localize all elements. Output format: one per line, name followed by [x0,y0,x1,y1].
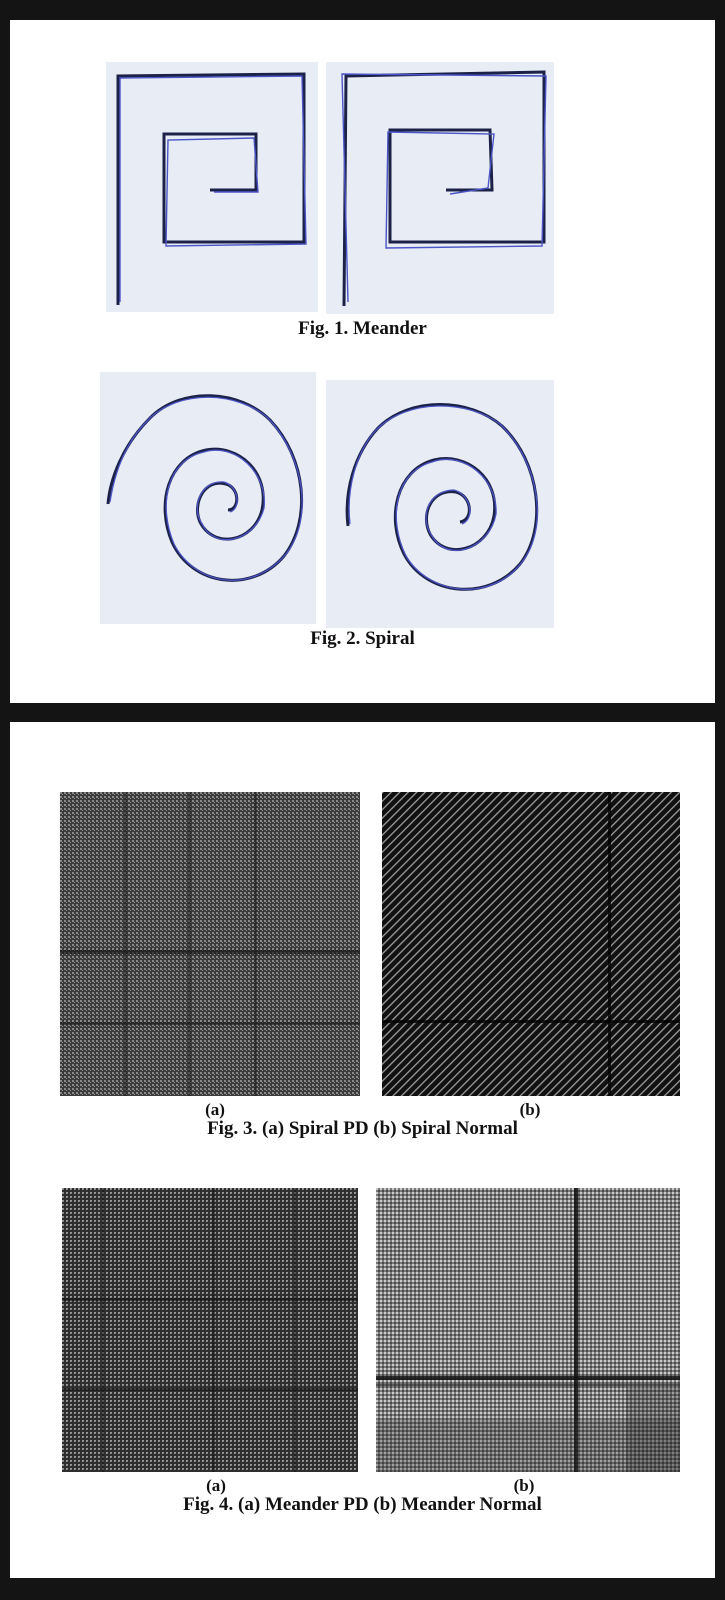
meander-normal-plot [376,1188,680,1472]
spiral-normal-plot [382,792,680,1096]
fig3-sublabel-b: (b) [519,1100,541,1119]
fig1-caption: Fig. 1. Meander [298,318,427,339]
spiral-drawing-left [100,372,316,624]
meander-drawing-left [106,62,318,312]
fig3-sublabel-a: (a) [205,1100,225,1119]
figure-panel-drawings: Fig. 1. Meander Fig. 2. Spiral [10,20,715,703]
fig4-caption: Fig. 4. (a) Meander PD (b) Meander Norma… [183,1494,542,1515]
meander-pd-plot [62,1188,358,1472]
figure-panel-plots: (a) (b) Fig. 3. (a) Spiral PD (b) Spiral… [10,722,715,1578]
fig2-caption: Fig. 2. Spiral [310,628,415,649]
spiral-drawing-right [326,380,554,628]
meander-drawing-right [326,62,554,314]
fig4-sublabel-b: (b) [513,1476,535,1495]
fig4-sublabel-a: (a) [206,1476,226,1495]
spiral-pd-plot [60,792,360,1096]
fig3-caption: Fig. 3. (a) Spiral PD (b) Spiral Normal [207,1118,518,1139]
